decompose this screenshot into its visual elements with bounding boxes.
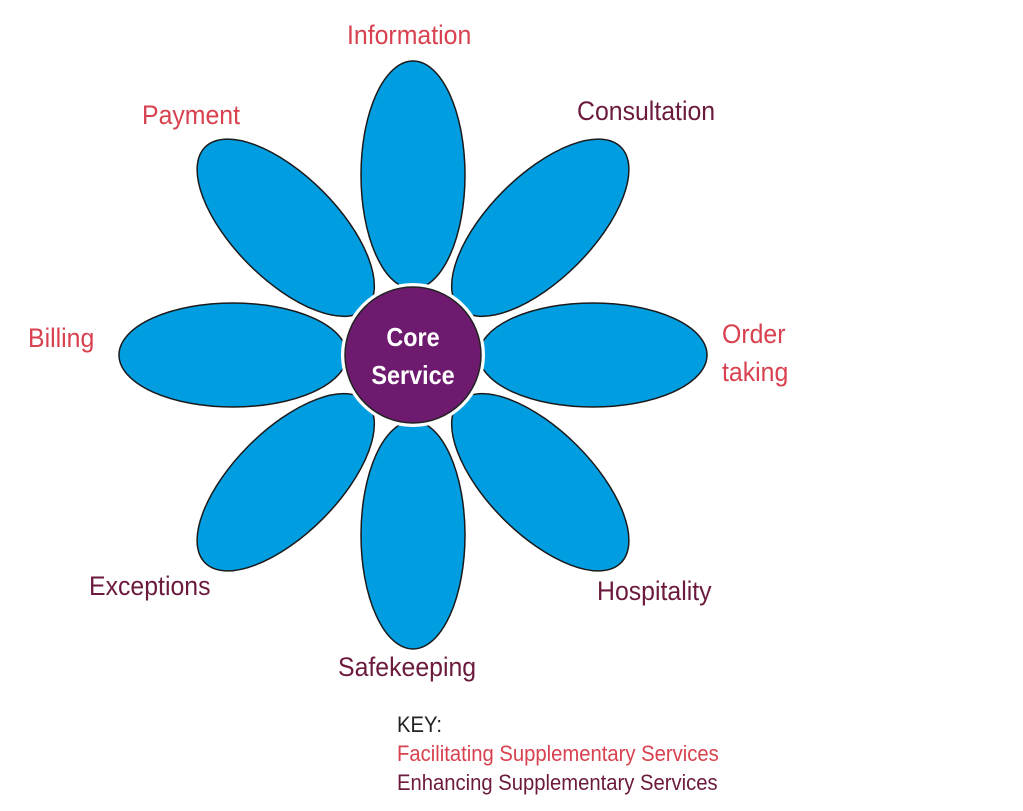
legend: KEY: Facilitating Supplementary Services…	[397, 710, 719, 797]
legend-enhancing: Enhancing Supplementary Services	[397, 770, 718, 795]
core-line1: Core	[386, 322, 440, 352]
label-exceptions: Exceptions	[89, 571, 211, 601]
order-line1: Order	[722, 319, 786, 349]
label-payment: Payment	[142, 100, 241, 130]
legend-facilitating: Facilitating Supplementary Services	[397, 741, 719, 766]
label-safekeeping: Safekeeping	[338, 652, 477, 682]
label-order-taking: Order taking	[722, 315, 788, 391]
petal-billing	[118, 302, 348, 408]
legend-title: KEY:	[397, 712, 443, 737]
label-billing: Billing	[28, 323, 95, 353]
petal-safekeeping	[360, 420, 466, 650]
label-consultation: Consultation	[577, 96, 716, 126]
petal-information	[360, 60, 466, 290]
label-hospitality: Hospitality	[597, 576, 712, 606]
core-line2: Service	[371, 360, 455, 390]
label-information: Information	[347, 20, 472, 50]
core-service-circle	[344, 286, 482, 424]
petal-order-taking	[478, 302, 708, 408]
core-service-label: Core Service	[350, 318, 476, 394]
order-line2: taking	[722, 357, 789, 387]
